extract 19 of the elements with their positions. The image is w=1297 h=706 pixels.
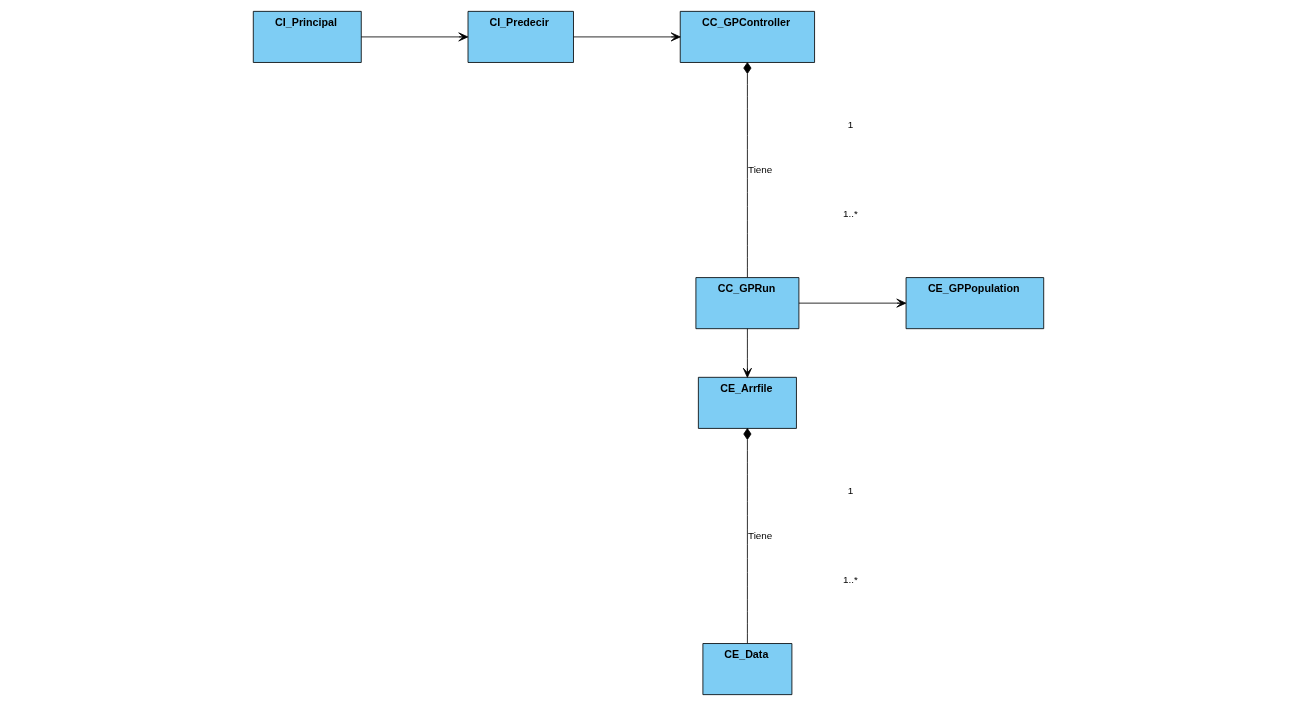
- node-box: CC_GPController: [679, 10, 815, 63]
- connector: [743, 62, 752, 278]
- connector: [743, 428, 752, 644]
- label: 1..*: [843, 573, 858, 585]
- edge-label: Tiene: [748, 529, 773, 541]
- node-box: CC_GPRun: [695, 277, 800, 330]
- arrow: [573, 32, 681, 42]
- label: 1: [847, 485, 854, 497]
- node-box: CE_GPPopulation: [905, 277, 1045, 330]
- edge-label: Tiene: [748, 163, 773, 175]
- arrow: [742, 328, 752, 378]
- label: 1: [847, 119, 854, 131]
- label: 1..*: [843, 207, 858, 219]
- node-box: CE_Arrfile: [697, 376, 797, 429]
- node-box: CI_Principal: [252, 10, 362, 63]
- node-box: CI_Predecir: [467, 10, 574, 63]
- node-box: CE_Data: [702, 643, 793, 696]
- arrow: [360, 32, 469, 42]
- arrow: [798, 298, 907, 308]
